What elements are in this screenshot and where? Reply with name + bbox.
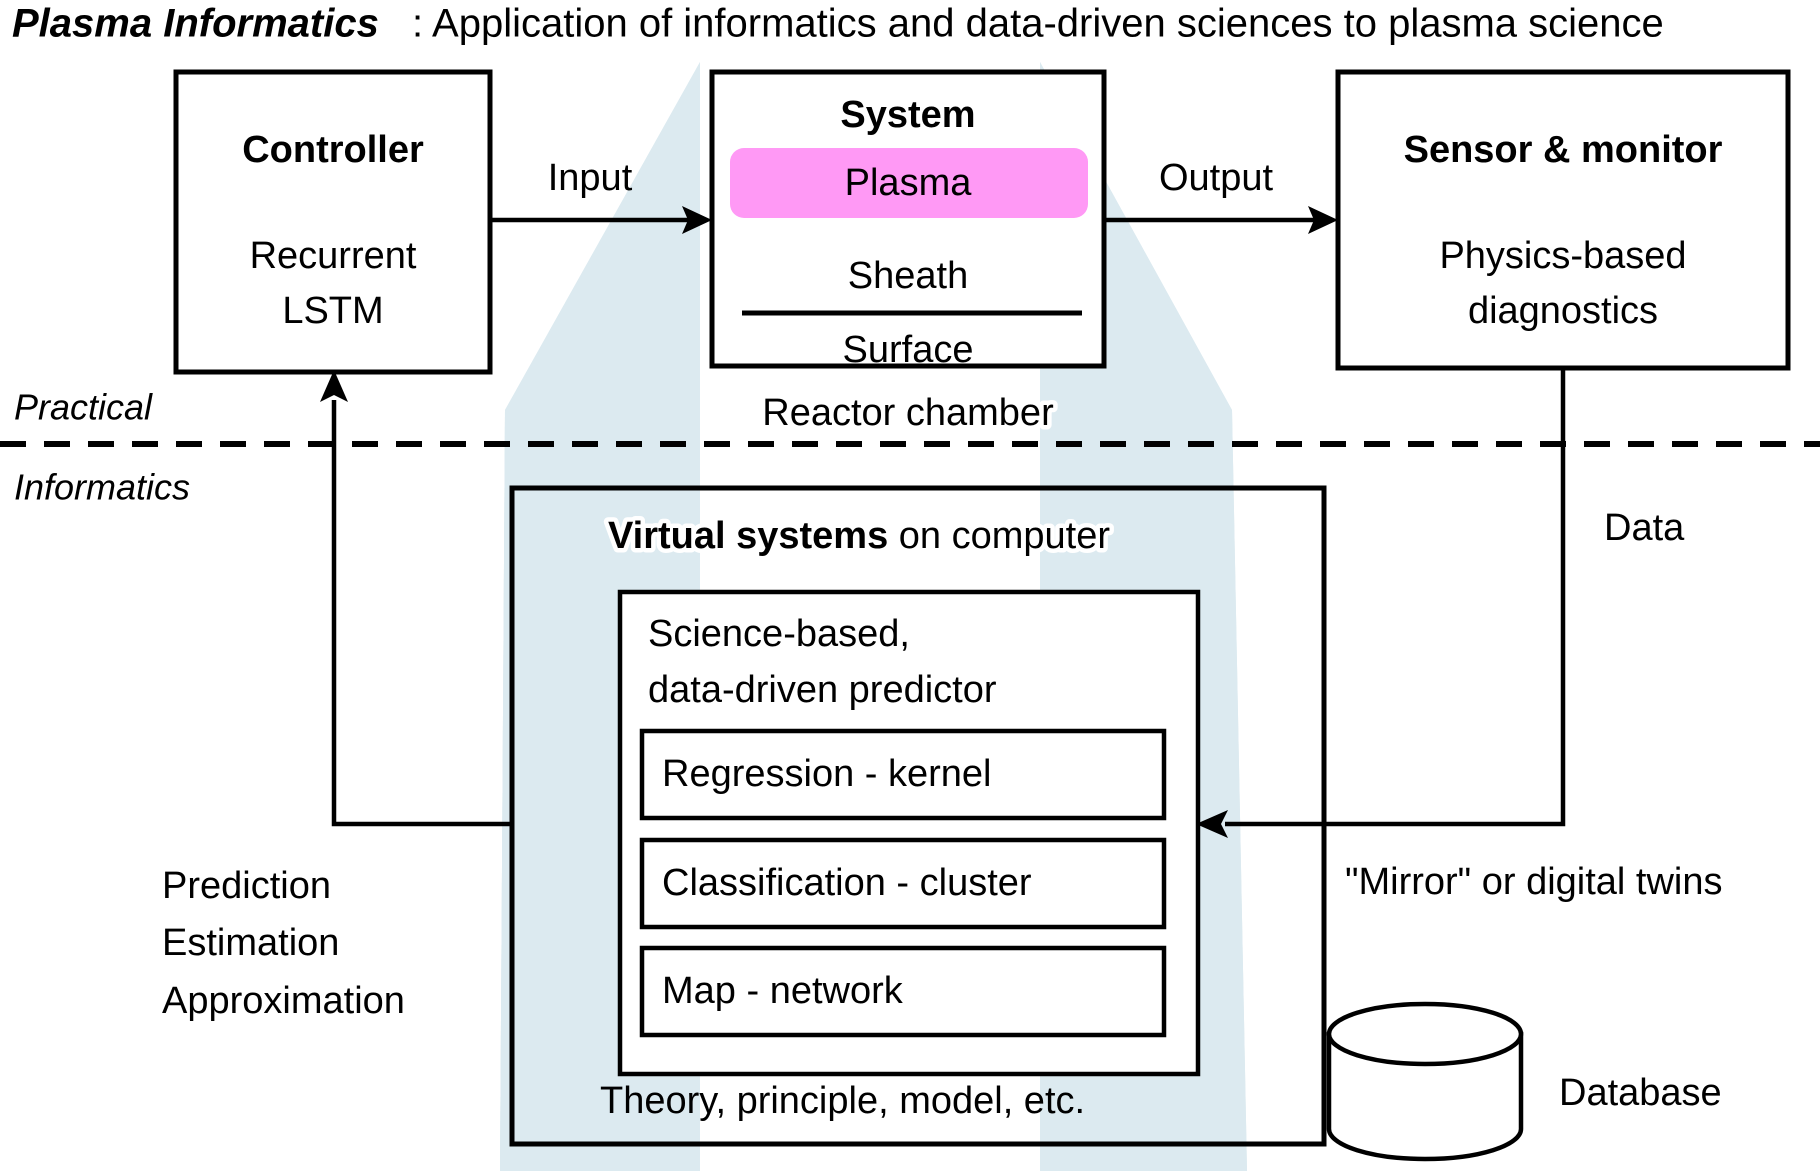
database-label: Database xyxy=(1559,1072,1722,1114)
system-box-frame xyxy=(709,69,1107,369)
system-heading: System xyxy=(840,94,975,136)
method-label-1: Classification - cluster xyxy=(662,862,1032,904)
feedback-connector-group: Prediction Estimation Approximation xyxy=(162,370,512,1022)
data-connector-arrow-head xyxy=(1196,810,1228,838)
page-title-emphasis: Plasma Informatics xyxy=(12,2,379,46)
divider-label-practical: Practical xyxy=(14,387,153,428)
feedback-connector-path xyxy=(331,400,512,827)
controller-line-1: Recurrent xyxy=(250,235,417,277)
controller-line-2: LSTM xyxy=(282,290,383,332)
method-label-2: Map - network xyxy=(662,970,904,1012)
data-connector-group: Data "Mirror" or digital twins xyxy=(1196,368,1723,903)
sensor-heading: Sensor & monitor xyxy=(1404,129,1723,171)
feedback-label-2: Estimation xyxy=(162,922,339,964)
system-box: System Plasma Sheath Surface Reactor cha… xyxy=(709,69,1107,439)
method-label-0: Regression - kernel xyxy=(662,753,991,795)
system-layer-plasma: Plasma xyxy=(845,162,973,204)
controller-box-frame xyxy=(173,69,493,375)
virtual-systems-footer: Theory, principle, model, etc. xyxy=(600,1080,1085,1122)
output-arrow-head xyxy=(1308,206,1338,234)
mirror-digital-twins-label: "Mirror" or digital twins xyxy=(1345,861,1723,903)
reactor-chamber-caption: Reactor chamber xyxy=(762,392,1054,434)
sensor-line-2: diagnostics xyxy=(1468,290,1658,332)
virtual-systems-box: Virtual systems on computer Science-base… xyxy=(509,485,1327,1147)
database-cylinder-top xyxy=(1326,1001,1524,1067)
feedback-label-3: Approximation xyxy=(162,980,405,1022)
page-title-rest: : Application of informatics and data-dr… xyxy=(412,2,1664,46)
data-label: Data xyxy=(1604,507,1685,549)
input-arrow-head xyxy=(682,206,712,234)
virtual-systems-heading: Virtual systems on computer xyxy=(608,515,1110,557)
output-arrow-group: Output xyxy=(1104,157,1338,234)
output-label: Output xyxy=(1159,157,1274,199)
predictor-box: Science-based, data-driven predictor Reg… xyxy=(617,589,1201,1077)
system-layer-surface: Surface xyxy=(843,329,974,371)
sensor-box-frame xyxy=(1335,69,1791,371)
predictor-line-2: data-driven predictor xyxy=(648,669,997,711)
virtual-systems-heading-rest: on computer xyxy=(888,515,1110,557)
divider-label-informatics: Informatics xyxy=(14,467,190,508)
input-arrow-group: Input xyxy=(490,157,712,234)
controller-box: Controller Recurrent LSTM xyxy=(173,69,493,375)
data-connector-path xyxy=(1225,368,1566,827)
predictor-line-1: Science-based, xyxy=(648,613,910,655)
system-layer-sheath: Sheath xyxy=(848,255,968,297)
method-box-classification xyxy=(639,837,1167,930)
plasma-highlight-bar xyxy=(730,148,1088,218)
virtual-systems-heading-bold: Virtual systems xyxy=(608,515,888,557)
database-icon: Database xyxy=(1326,1001,1722,1162)
sensor-line-1: Physics-based xyxy=(1439,235,1686,277)
input-label: Input xyxy=(548,157,633,199)
controller-heading: Controller xyxy=(242,129,424,171)
method-box-regression xyxy=(639,728,1167,821)
method-box-map xyxy=(639,945,1167,1038)
virtual-systems-frame xyxy=(509,485,1327,1147)
sensor-monitor-box: Sensor & monitor Physics-based diagnosti… xyxy=(1335,69,1791,371)
database-cylinder-body xyxy=(1326,1031,1524,1162)
feedback-arrow-head xyxy=(320,370,348,402)
feedback-label-1: Prediction xyxy=(162,865,331,907)
